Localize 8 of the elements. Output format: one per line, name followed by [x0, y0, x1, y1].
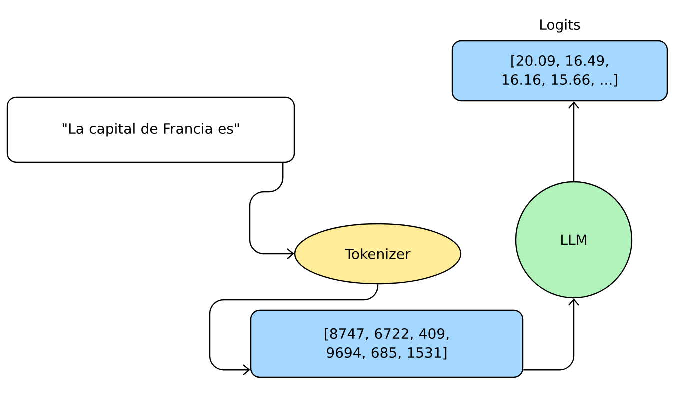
arrow	[568, 102, 580, 182]
output-box: [20.09, 16.49, 16.16, 15.66, ...]	[452, 40, 668, 102]
text-box: "La capital de Francia es"	[6, 96, 296, 164]
arrow	[249, 163, 294, 260]
token-box: [8747, 6722, 409, 9694, 685, 1531]	[250, 310, 524, 378]
arrow	[524, 298, 580, 371]
arrow	[209, 284, 379, 376]
heading-text: Logits	[540, 19, 580, 33]
